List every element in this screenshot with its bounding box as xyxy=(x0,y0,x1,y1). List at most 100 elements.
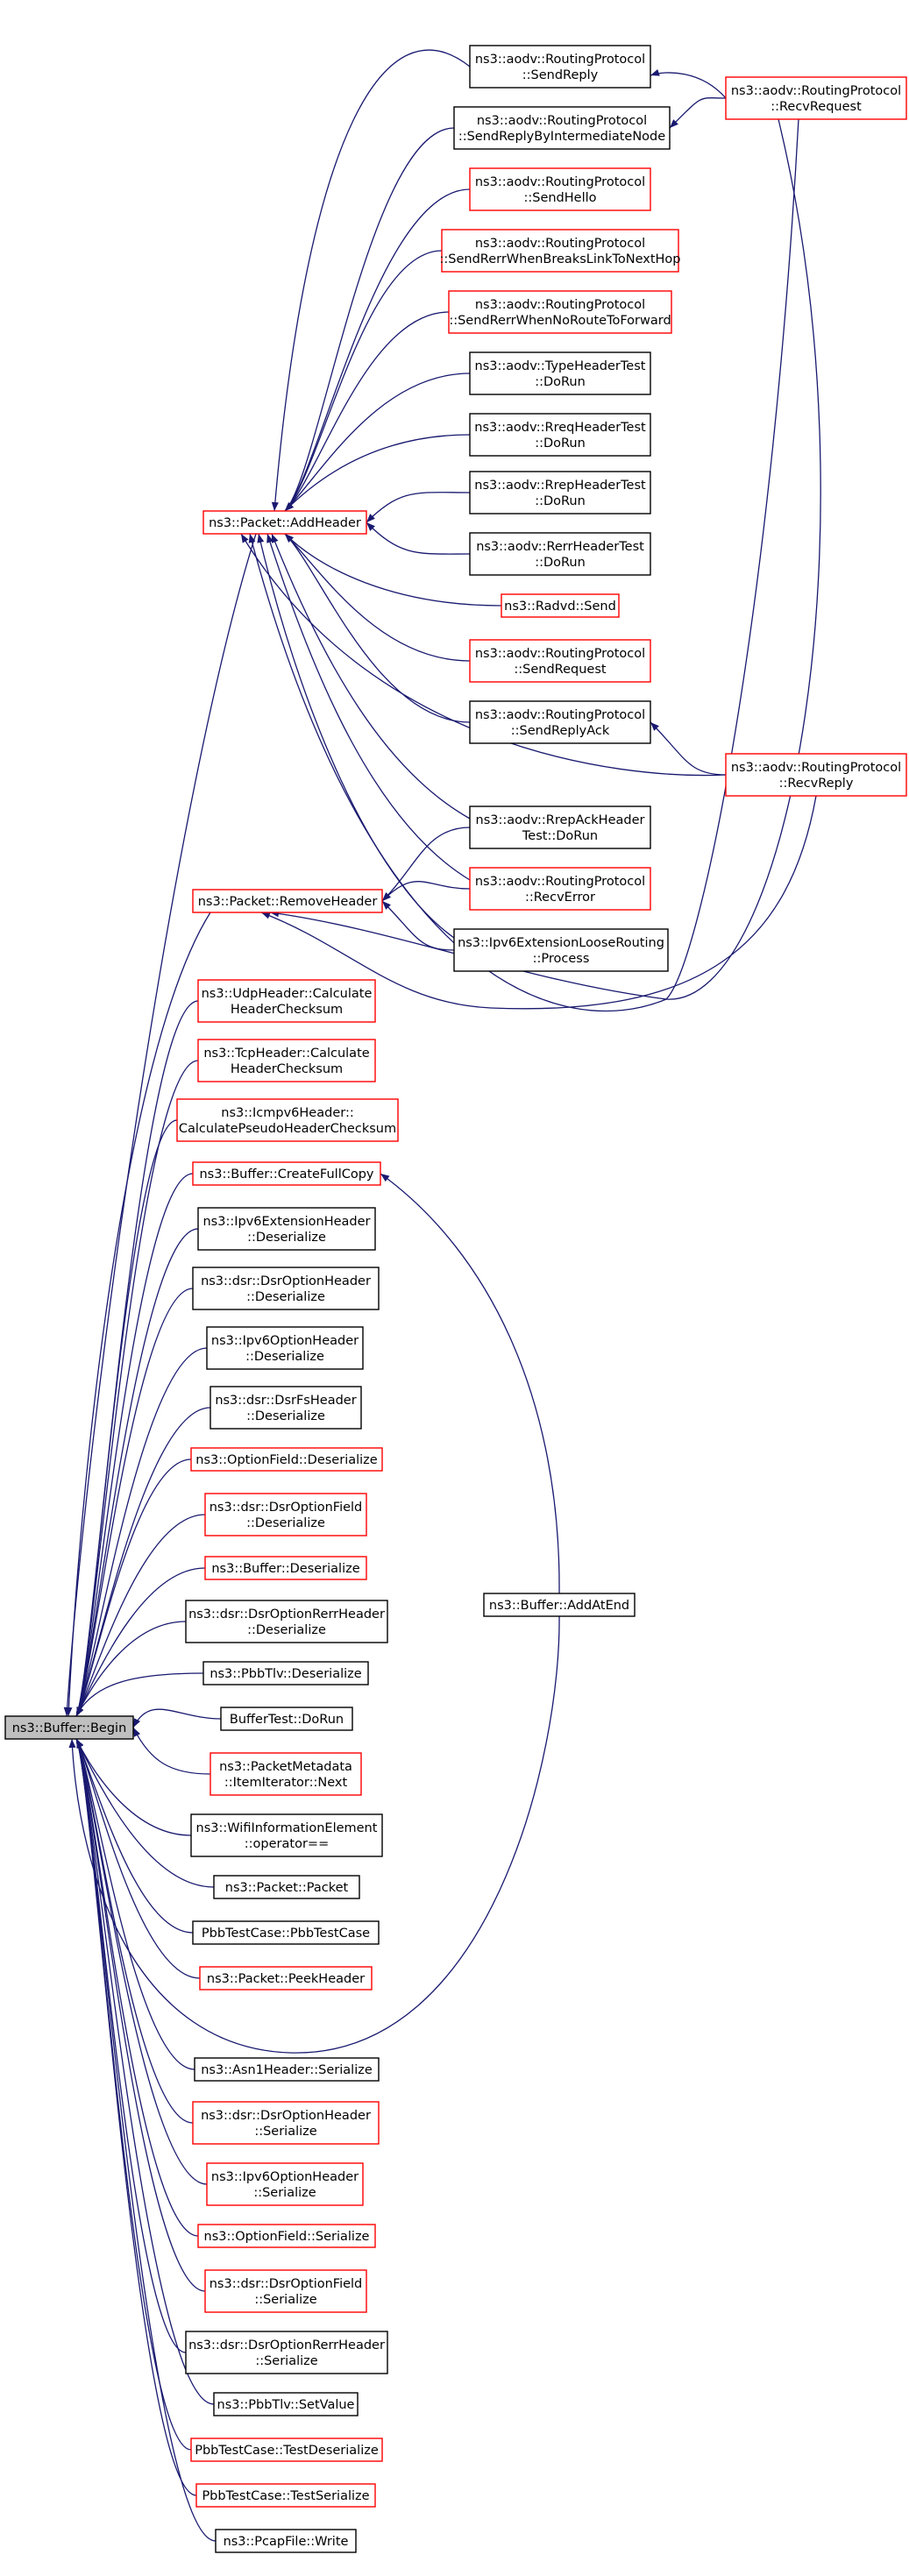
edge-aodv_recvrequest-to-aodv_sendreplyinter xyxy=(669,97,727,129)
node-label: ::Serialize xyxy=(254,2293,316,2307)
node-label: ::SendRerrWhenNoRouteToForward xyxy=(449,314,671,328)
node-aodv-sendrequest[interactable]: ns3::aodv::RoutingProtocol::SendRequest xyxy=(469,639,651,683)
node-label: ns3::dsr::DsrOptionHeader xyxy=(201,1274,371,1288)
edge-pbbtlv_deser-to-root xyxy=(75,1672,204,1717)
node-label: PbbTestCase::TestSerialize xyxy=(202,2489,369,2503)
node-asn1-ser[interactable]: ns3::Asn1Header::Serialize xyxy=(194,2057,380,2082)
node-box xyxy=(209,1386,362,1430)
node-aodv-sendhello[interactable]: ns3::aodv::RoutingProtocol::SendHello xyxy=(469,167,651,211)
node-pbbtlv-deser[interactable]: ns3::PbbTlv::Deserialize xyxy=(202,1661,369,1685)
node-ipv6option-deser[interactable]: ns3::Ipv6OptionHeader::Deserialize xyxy=(206,1326,364,1370)
node-label: ::SendReplyByIntermediateNode xyxy=(458,130,665,144)
node-aodv-sendrerrbreaks[interactable]: ns3::aodv::RoutingProtocol::SendRerrWhen… xyxy=(439,229,681,273)
node-dsroption-ser[interactable]: ns3::dsr::DsrOptionHeader::Serialize xyxy=(192,2101,380,2145)
node-label: ns3::aodv::RoutingProtocol xyxy=(475,647,645,661)
arrowhead-aodv_recvrequest-to-aodv_sendreplyinter xyxy=(670,119,678,128)
node-label: ns3::Icmpv6Header:: xyxy=(221,1106,353,1120)
node-aodv-sendrerrnoroute[interactable]: ns3::aodv::RoutingProtocol::SendRerrWhen… xyxy=(448,290,672,334)
node-dsroption-deser[interactable]: ns3::dsr::DsrOptionHeader::Deserialize xyxy=(192,1267,380,1310)
edge-icmpv6_calc-to-root xyxy=(75,1119,178,1717)
edge-pbbtestcase_ctor-to-root xyxy=(75,1738,194,1934)
edge-aodv_sendreply-to-packet_addheader xyxy=(273,49,471,512)
node-box xyxy=(192,1267,380,1310)
edge-aodv_recvrequest-to-packet_addheader xyxy=(249,118,799,1012)
node-ipv6option-ser[interactable]: ns3::Ipv6OptionHeader::Serialize xyxy=(206,2162,364,2206)
node-dsroptionfield-deser[interactable]: ns3::dsr::DsrOptionField::Deserialize xyxy=(204,1493,367,1536)
node-label: ::RecvError xyxy=(525,891,595,905)
node-box xyxy=(725,753,907,797)
node-dsroptionfield-ser[interactable]: ns3::dsr::DsrOptionField::Serialize xyxy=(204,2269,367,2313)
node-box xyxy=(204,1556,367,1580)
node-pbbtestcase-ctor[interactable]: PbbTestCase::PbbTestCase xyxy=(192,1920,380,1945)
node-buffer-createfullcopy[interactable]: ns3::Buffer::CreateFullCopy xyxy=(192,1161,381,1186)
node-label: ns3::Packet::RemoveHeader xyxy=(198,895,378,909)
node-label: ::SendRerrWhenBreaksLinkToNextHop xyxy=(439,252,680,266)
node-root[interactable]: ns3::Buffer::Begin xyxy=(4,1715,134,1740)
node-label: ns3::Buffer::CreateFullCopy xyxy=(199,1167,373,1182)
node-aodv-recverror[interactable]: ns3::aodv::RoutingProtocol::RecvError xyxy=(469,867,651,911)
node-icmpv6-calc[interactable]: ns3::Icmpv6Header::CalculatePseudoHeader… xyxy=(176,1098,399,1142)
node-label: ns3::Packet::AddHeader xyxy=(209,516,361,530)
node-packet-packet[interactable]: ns3::Packet::Packet xyxy=(213,1875,360,1899)
node-dsrrerr-deser[interactable]: ns3::dsr::DsrOptionRerrHeader::Deseriali… xyxy=(185,1600,388,1643)
node-label: ns3::aodv::TypeHeaderTest xyxy=(475,359,646,373)
node-label: ns3::dsr::DsrOptionHeader xyxy=(201,2109,371,2123)
node-aodv-typeheadertest[interactable]: ns3::aodv::TypeHeaderTest::DoRun xyxy=(469,351,651,395)
node-buffer-addatend[interactable]: ns3::Buffer::AddAtEnd xyxy=(483,1593,636,1617)
arrowhead-aodv_sendreplyack-to-packet_addheader xyxy=(285,534,294,543)
node-aodv-recvreply[interactable]: ns3::aodv::RoutingProtocol::RecvReply xyxy=(725,753,907,797)
node-pbbtlv-setvalue[interactable]: ns3::PbbTlv::SetValue xyxy=(213,2392,359,2416)
node-aodv-sendreplyack[interactable]: ns3::aodv::RoutingProtocol::SendReplyAck xyxy=(469,700,651,744)
node-label: ns3::Ipv6OptionHeader xyxy=(211,2170,359,2184)
edge-aodv_recvrequest-to-packet_removeheader xyxy=(269,118,821,1000)
node-label: ::Serialize xyxy=(255,2354,317,2368)
node-aodv-rrepheadertest[interactable]: ns3::aodv::RrepHeaderTest::DoRun xyxy=(469,471,651,514)
node-label: ns3::aodv::RoutingProtocol xyxy=(731,84,901,98)
node-ipv6ext-deser[interactable]: ns3::Ipv6ExtensionHeader::Deserialize xyxy=(197,1207,376,1251)
node-optionfield-deser[interactable]: ns3::OptionField::Deserialize xyxy=(190,1447,383,1472)
node-box xyxy=(185,1600,388,1643)
node-box xyxy=(469,413,651,457)
node-dsrrerr-ser[interactable]: ns3::dsr::DsrOptionRerrHeader::Serialize xyxy=(185,2331,388,2374)
node-aodv-sendreplyinter[interactable]: ns3::aodv::RoutingProtocol::SendReplyByI… xyxy=(453,106,671,150)
node-packet-peekheader[interactable]: ns3::Packet::PeekHeader xyxy=(199,1966,373,1991)
node-aodv-sendreply[interactable]: ns3::aodv::RoutingProtocol::SendReply xyxy=(469,45,651,89)
node-box xyxy=(469,532,651,576)
node-label: ns3::Ipv6ExtensionHeader xyxy=(202,1215,370,1229)
edge-radvd_send-to-packet_addheader xyxy=(284,533,502,607)
node-dsrfs-deser[interactable]: ns3::dsr::DsrFsHeader::Deserialize xyxy=(209,1386,362,1430)
node-aodv-rerrheadertest[interactable]: ns3::aodv::RerrHeaderTest::DoRun xyxy=(469,532,651,576)
node-pcapfile-write[interactable]: ns3::PcapFile::Write xyxy=(215,2529,357,2553)
node-label: ns3::Ipv6OptionHeader xyxy=(211,1334,359,1348)
node-packet-removeheader[interactable]: ns3::Packet::RemoveHeader xyxy=(192,889,383,913)
node-pbbtestcase-testser[interactable]: PbbTestCase::TestSerialize xyxy=(195,2483,376,2508)
node-label: ns3::aodv::RoutingProtocol xyxy=(731,761,901,775)
node-buffer-deser[interactable]: ns3::Buffer::Deserialize xyxy=(204,1556,367,1580)
node-label: ns3::dsr::DsrFsHeader xyxy=(215,1394,356,1408)
node-radvd-send[interactable]: ns3::Radvd::Send xyxy=(501,593,620,618)
node-pbbtestcase-testdeser[interactable]: PbbTestCase::TestDeserialize xyxy=(190,2438,383,2462)
node-optionfield-ser[interactable]: ns3::OptionField::Serialize xyxy=(197,2224,376,2248)
node-aodv-rreqheadertest[interactable]: ns3::aodv::RreqHeaderTest::DoRun xyxy=(469,413,651,457)
node-buffertest-dorun[interactable]: BufferTest::DoRun xyxy=(220,1707,353,1731)
edge-dsroptionfield_ser-to-root xyxy=(75,1738,206,2292)
node-packetmetadata-next[interactable]: ns3::PacketMetadata::ItemIterator::Next xyxy=(209,1752,362,1796)
node-label: ns3::aodv::RerrHeaderTest xyxy=(476,540,644,554)
node-box xyxy=(192,1920,380,1945)
node-box xyxy=(469,167,651,211)
arrowhead-packet_removeheader-to-root xyxy=(65,1707,73,1716)
node-label: CalculatePseudoHeaderChecksum xyxy=(179,1122,396,1136)
node-aodv-recvrequest[interactable]: ns3::aodv::RoutingProtocol::RecvRequest xyxy=(725,76,907,120)
node-box xyxy=(483,1593,636,1617)
node-box xyxy=(469,45,651,89)
node-ipv6looserouting[interactable]: ns3::Ipv6ExtensionLooseRouting::Process xyxy=(453,928,669,972)
node-wifiinfo-eq[interactable]: ns3::WifiInformationElement::operator== xyxy=(190,1813,383,1857)
node-label: ::Process xyxy=(533,952,590,966)
edge-aodv_recverror-to-packet_removeheader xyxy=(381,881,471,902)
node-label: ::DoRun xyxy=(535,436,586,451)
node-packet-addheader[interactable]: ns3::Packet::AddHeader xyxy=(202,510,367,535)
